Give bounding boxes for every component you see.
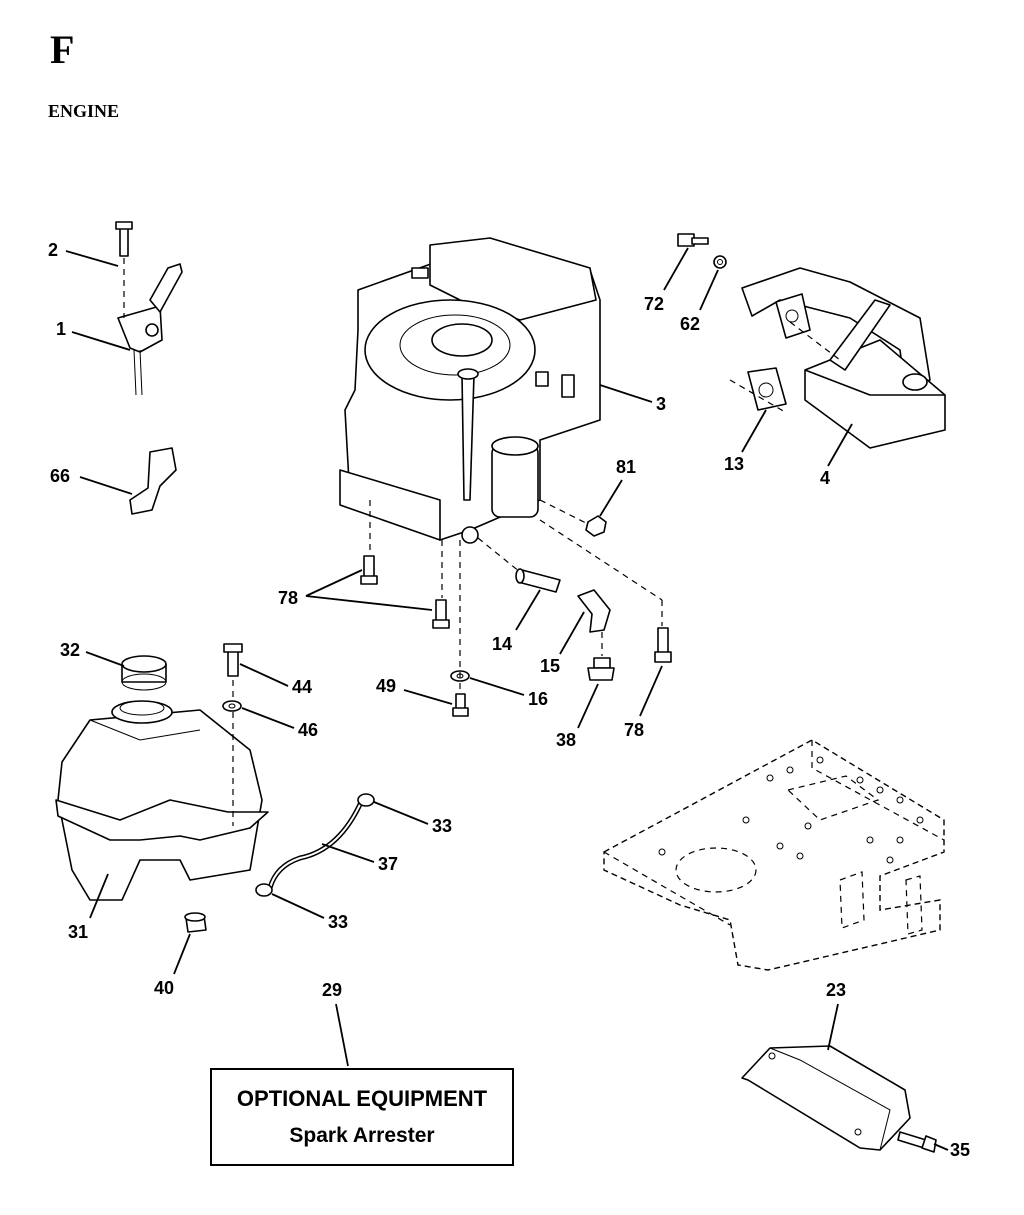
callout-35-label: 35 xyxy=(950,1140,970,1160)
callout-4: 4 xyxy=(820,423,853,488)
tank-washer xyxy=(222,700,242,712)
tank-screw xyxy=(223,643,243,677)
callout-23-label: 23 xyxy=(826,980,846,1000)
spark-arrester-label: Spark Arrester xyxy=(289,1124,435,1147)
callout-33b-label: 33 xyxy=(328,912,348,932)
oil-drain-elbow xyxy=(577,589,611,633)
callout-29: 29 xyxy=(322,980,349,1067)
callout-32-label: 32 xyxy=(60,640,80,660)
nut xyxy=(585,515,607,537)
clip-part xyxy=(129,447,177,515)
callout-16-label: 16 xyxy=(528,689,548,709)
optional-equipment-title: OPTIONAL EQUIPMENT xyxy=(236,1086,488,1111)
callout-81: 81 xyxy=(599,457,636,517)
engine-bolt-center xyxy=(432,599,450,629)
callout-1-label: 1 xyxy=(56,319,66,339)
callout-37: 37 xyxy=(321,843,398,874)
callout-14: 14 xyxy=(492,589,541,654)
callout-33-bottom: 33 xyxy=(271,893,348,932)
callout-29-label: 29 xyxy=(322,980,342,1000)
fuel-tank xyxy=(55,700,269,901)
engine-bolt-right xyxy=(654,627,672,663)
callout-15-label: 15 xyxy=(540,656,560,676)
callout-78-left: 78 xyxy=(278,569,433,611)
exhaust-gasket xyxy=(747,367,787,411)
callout-31: 31 xyxy=(68,873,109,942)
section-title: ENGINE xyxy=(48,101,120,121)
callout-46: 46 xyxy=(241,707,318,740)
callout-49-label: 49 xyxy=(376,676,396,696)
chassis-frame xyxy=(603,739,945,971)
callout-38-label: 38 xyxy=(556,730,576,750)
callout-23: 23 xyxy=(826,980,846,1051)
callout-49: 49 xyxy=(376,676,453,705)
callout-72-label: 72 xyxy=(644,294,664,314)
callout-35: 35 xyxy=(933,1140,970,1160)
heat-shield xyxy=(741,1045,911,1151)
callout-38: 38 xyxy=(556,683,599,750)
hose-clamp-top xyxy=(357,793,375,807)
callout-16: 16 xyxy=(469,677,548,709)
callout-44-label: 44 xyxy=(292,677,312,697)
callout-32: 32 xyxy=(60,640,125,667)
oil-drain-cap xyxy=(587,657,615,681)
callout-78-right: 78 xyxy=(624,665,663,740)
callout-44: 44 xyxy=(239,663,312,697)
muffler xyxy=(741,267,946,449)
callout-1: 1 xyxy=(56,319,131,351)
callout-40-label: 40 xyxy=(154,978,174,998)
callout-33a-label: 33 xyxy=(432,816,452,836)
fuel-cap xyxy=(121,655,167,691)
callout-33-top: 33 xyxy=(373,801,452,836)
callout-40: 40 xyxy=(154,933,191,998)
throttle-control xyxy=(115,221,183,396)
callout-31-label: 31 xyxy=(68,922,88,942)
shield-screw xyxy=(897,1131,937,1153)
callout-13-label: 13 xyxy=(724,454,744,474)
callout-62: 62 xyxy=(680,269,719,334)
callout-78a-label: 78 xyxy=(278,588,298,608)
callout-46-label: 46 xyxy=(298,720,318,740)
callout-72: 72 xyxy=(644,247,689,314)
callout-14-label: 14 xyxy=(492,634,512,654)
callout-3: 3 xyxy=(599,384,666,414)
section-letter: F xyxy=(50,27,75,72)
callout-66-label: 66 xyxy=(50,466,70,486)
callout-37-label: 37 xyxy=(378,854,398,874)
callout-15: 15 xyxy=(540,611,585,676)
callout-66: 66 xyxy=(50,466,133,495)
oil-drain-pipe xyxy=(515,568,561,593)
callout-13: 13 xyxy=(724,409,767,474)
callout-78b-label: 78 xyxy=(624,720,644,740)
exhaust-bolt xyxy=(677,233,727,269)
tank-bushing xyxy=(184,912,207,933)
hose-clamp-bottom xyxy=(255,883,273,897)
engine xyxy=(339,237,601,544)
fuel-line xyxy=(267,798,365,889)
callout-62-label: 62 xyxy=(680,314,700,334)
callout-3-label: 3 xyxy=(656,394,666,414)
optional-equipment-box: OPTIONAL EQUIPMENT Spark Arrester xyxy=(210,1068,514,1166)
bolt-49 xyxy=(452,693,469,717)
engine-bolt-left xyxy=(360,555,378,585)
callout-81-label: 81 xyxy=(616,457,636,477)
callout-2-label: 2 xyxy=(48,240,58,260)
callout-4-label: 4 xyxy=(820,468,830,488)
callout-2: 2 xyxy=(48,240,119,267)
